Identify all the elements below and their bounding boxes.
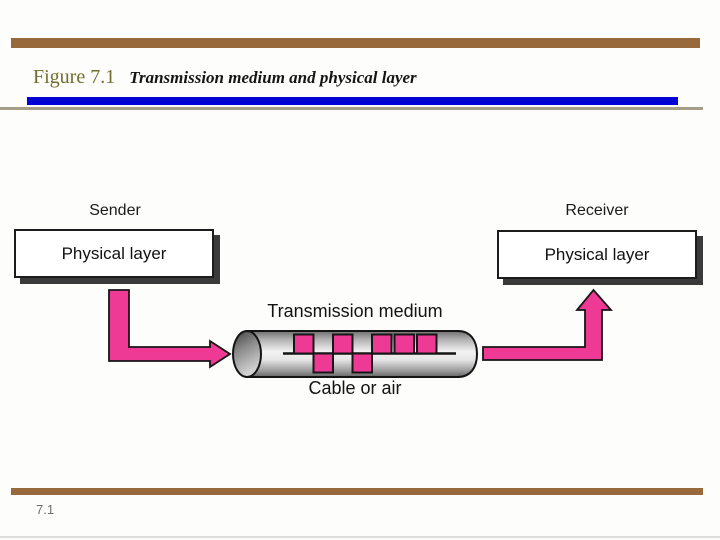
sender-physical-layer-box: Physical layer xyxy=(14,229,214,278)
medium-to-receiver-arrow xyxy=(482,288,613,361)
signal-pulse-5-up xyxy=(371,333,393,355)
top-rule xyxy=(11,38,700,48)
bottom-rule xyxy=(11,488,703,495)
figure-number-label: Figure 7.1 xyxy=(33,66,116,88)
sender-box-label: Physical layer xyxy=(61,243,167,263)
transmission-cylinder xyxy=(246,330,479,378)
signal-pulse-7-up xyxy=(416,333,438,355)
signal-pulse-6-up xyxy=(393,333,415,355)
signal-pulse-4-down xyxy=(351,352,373,374)
receiver-physical-layer-box: Physical layer xyxy=(497,230,697,279)
cable-or-air-label: Cable or air xyxy=(308,378,402,398)
bottom-edge-rule xyxy=(0,536,720,538)
title-underline-bar xyxy=(27,97,678,105)
receiver-box-label: Physical layer xyxy=(544,244,650,264)
sender-to-medium-arrow xyxy=(108,289,232,369)
transmission-medium-label: Transmission medium xyxy=(267,301,443,321)
figure-subtitle: Transmission medium and physical layer xyxy=(129,68,417,87)
sender-label: Sender xyxy=(89,202,141,219)
page-number: 7.1 xyxy=(36,502,55,517)
signal-pulse-2-down xyxy=(312,352,334,374)
signal-pulse-squares xyxy=(293,333,438,374)
receiver-label: Receiver xyxy=(565,202,629,219)
signal-pulse-1-up xyxy=(293,333,315,355)
title-underline-thin-rule xyxy=(0,107,703,110)
slide-title: Figure 7.1 Transmission medium and physi… xyxy=(33,66,417,89)
signal-pulse-3-up xyxy=(332,333,354,355)
cylinder-left-cap xyxy=(232,330,262,378)
